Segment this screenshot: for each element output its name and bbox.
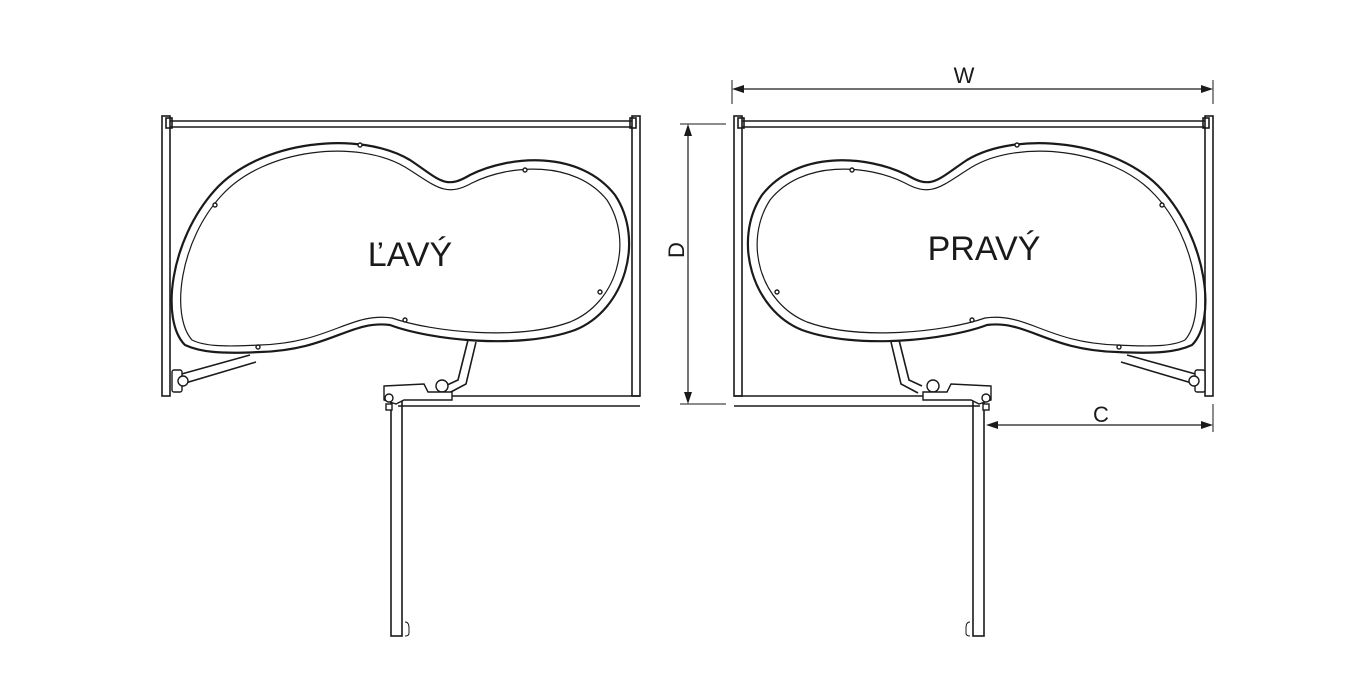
left-cabinet-frame bbox=[161, 115, 641, 407]
depth-label: D bbox=[664, 242, 689, 258]
right-basket bbox=[746, 142, 1207, 354]
left-variant-label: ĽAVÝ bbox=[368, 236, 452, 274]
left-door-panel bbox=[390, 395, 410, 637]
dimension-depth: D bbox=[664, 123, 726, 405]
right-variant-label: PRAVÝ bbox=[928, 230, 1041, 268]
right-unit: PRAVÝ bbox=[733, 115, 1214, 637]
dimension-clearance: C bbox=[986, 402, 1214, 432]
dimension-width: W bbox=[731, 63, 1214, 104]
clearance-label: C bbox=[1093, 402, 1109, 427]
left-hinge-assembly bbox=[171, 339, 477, 411]
left-unit: ĽAVÝ bbox=[161, 115, 641, 637]
right-cabinet-frame bbox=[733, 115, 1214, 407]
width-label: W bbox=[954, 63, 975, 88]
right-door-panel bbox=[965, 395, 985, 637]
left-basket bbox=[170, 142, 631, 354]
right-hinge-assembly bbox=[890, 339, 1206, 411]
